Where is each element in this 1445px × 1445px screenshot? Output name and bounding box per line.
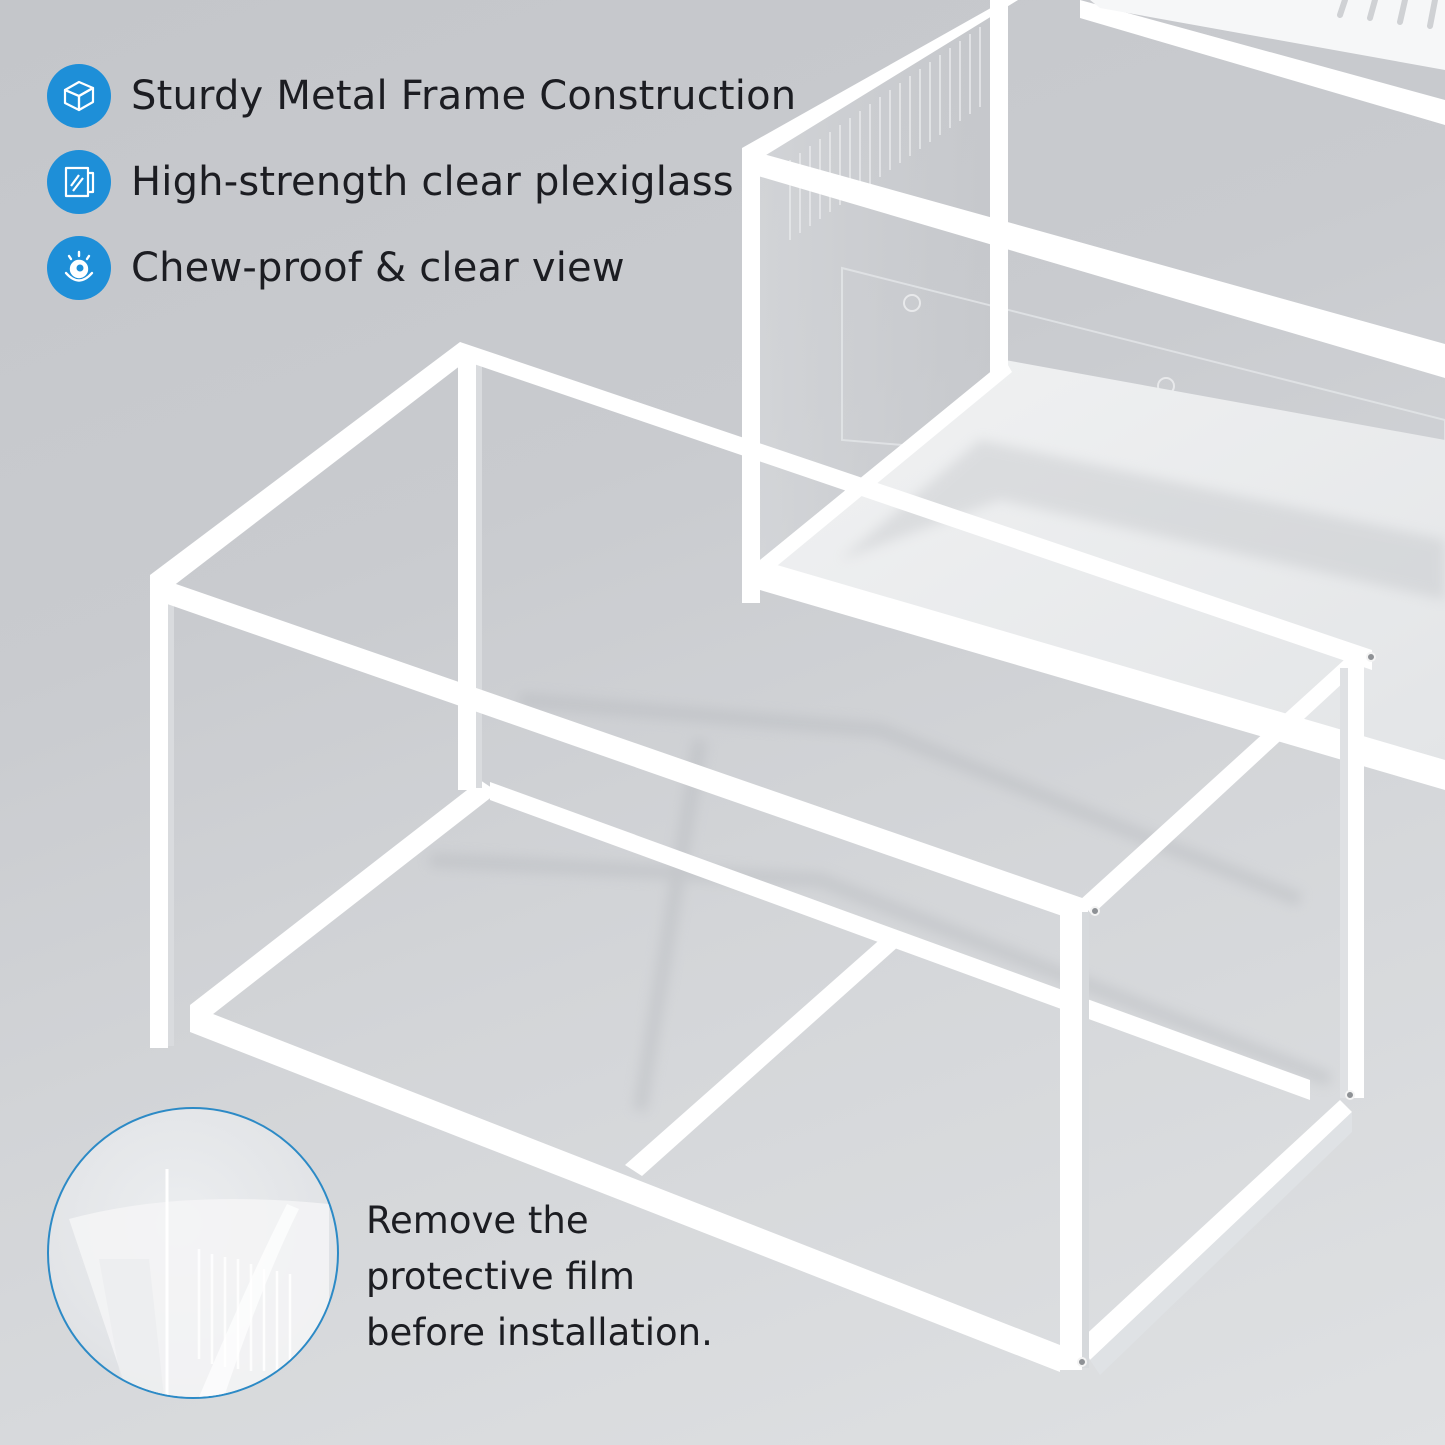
feature-list: Sturdy Metal Frame Construction High-str… (47, 64, 796, 322)
feature-item: High-strength clear plexiglass (47, 150, 796, 214)
feature-label: Sturdy Metal Frame Construction (131, 73, 797, 119)
protective-film-note: Remove the protective film before instal… (366, 1193, 713, 1361)
feature-item: Sturdy Metal Frame Construction (47, 64, 796, 128)
feature-label: Chew-proof & clear view (131, 245, 625, 291)
frame-pieces (150, 342, 1376, 1375)
feature-item: Chew-proof & clear view (47, 236, 796, 300)
feature-label: High-strength clear plexiglass (131, 159, 734, 205)
note-line: before installation. (366, 1311, 713, 1354)
protective-film-magnifier (47, 1107, 339, 1399)
protective-film-callout (47, 1107, 339, 1399)
glass-panel-icon (47, 150, 111, 214)
note-line: protective film (366, 1255, 635, 1298)
note-line: Remove the (366, 1199, 589, 1242)
cube-icon (47, 64, 111, 128)
eye-icon (47, 236, 111, 300)
